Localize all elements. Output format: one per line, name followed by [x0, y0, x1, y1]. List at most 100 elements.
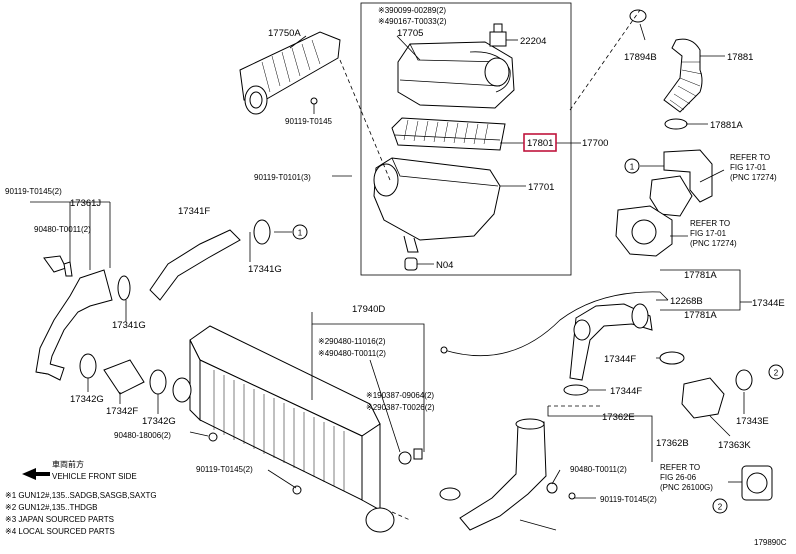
- label-17801: 17801: [527, 138, 553, 149]
- ref-circle-2-bottom: 2: [712, 498, 728, 514]
- label-17344f-a: 17344F: [604, 354, 636, 365]
- label-17894b: 17894B: [624, 52, 657, 63]
- pipe-17362b: [439, 418, 557, 531]
- air-inlet-duct: [239, 31, 341, 115]
- label-17750a: 17750A: [268, 28, 301, 39]
- label-490480: ※490480-T0011(2): [318, 349, 386, 358]
- bolt-90480: [546, 482, 558, 494]
- svg-text:1: 1: [298, 229, 303, 238]
- label-90119-t0145: 90119-T0145: [285, 117, 333, 126]
- air-cleaner-case: [373, 157, 501, 253]
- figure-code: 179890C: [754, 538, 787, 547]
- air-filter-element: [391, 117, 506, 151]
- air-flow-sensor: [489, 23, 507, 47]
- clamp-17344f-a: [659, 351, 685, 365]
- bolt-90119-r: [568, 492, 576, 500]
- highlight-box-17801: [523, 133, 557, 152]
- vacuum-hose: [443, 291, 669, 357]
- throttle-adapter: [615, 205, 673, 257]
- label-17362b: 17362B: [656, 438, 689, 449]
- label-refer3-line2: FIG 26-06: [660, 473, 697, 482]
- ref-circle-1-top: 1: [292, 224, 308, 240]
- hose-clamp-17894b: [629, 9, 647, 23]
- label-refer2-line1: REFER TO: [690, 219, 730, 228]
- label-290387: ※290387-T0026(2): [366, 403, 435, 412]
- label-17881: 17881: [727, 52, 753, 63]
- label-190387: ※190387-09064(2): [366, 391, 434, 400]
- label-17341g-a: 17341G: [248, 264, 282, 275]
- label-90119-t0145-2: 90119-T0145(2): [5, 187, 62, 196]
- label-90480-18006: 90480-18006(2): [114, 431, 171, 440]
- bolt-small: [413, 448, 423, 460]
- label-17881a: 17881A: [710, 120, 743, 131]
- air-cleaner-lid: [397, 41, 515, 109]
- label-refer1-line2: FIG 17-01: [730, 163, 767, 172]
- label-front-en: VEHICLE FRONT SIDE: [52, 472, 137, 481]
- label-refer1-line3: (PNC 17274): [730, 173, 777, 182]
- clamp-17342g-right: [149, 369, 167, 395]
- label-17342g-b: 17342G: [142, 416, 176, 427]
- label-17361j: 17361J: [70, 198, 101, 209]
- clamp-17344f-b: [563, 384, 589, 396]
- label-90119-t0145-2-b: 90119-T0145(2): [600, 495, 657, 504]
- label-17705: 17705: [397, 28, 423, 39]
- grommet-n04: [404, 257, 418, 271]
- label-290480: ※290480-11016(2): [318, 337, 386, 346]
- hose-17342f: [103, 359, 145, 395]
- intercooler-inlet-pipe: [35, 255, 113, 381]
- label-17341g-b: 17341G: [112, 320, 146, 331]
- label-390099: ※390099-00289(2): [378, 6, 446, 15]
- label-refer2-line3: (PNC 17274): [690, 239, 737, 248]
- air-cleaner-group-box: [360, 2, 572, 276]
- note-3: ※3 JAPAN SOURCED PARTS: [5, 515, 114, 524]
- label-17781a-a: 17781A: [684, 270, 717, 281]
- ref-circle-1-right: 1: [624, 158, 640, 174]
- label-n04: N04: [436, 260, 453, 271]
- label-17342f: 17342F: [106, 406, 138, 417]
- svg-text:1: 1: [630, 163, 635, 172]
- note-2: ※2 GUN12#,135..THDGB: [5, 503, 98, 512]
- intercooler-outlet-pipe: [569, 303, 653, 381]
- bolt-90119-l: [292, 485, 302, 495]
- label-refer2-line2: FIG 17-01: [690, 229, 727, 238]
- label-17341f: 17341F: [178, 206, 210, 217]
- label-17940d: 17940D: [352, 304, 385, 315]
- throttle-body: [741, 465, 773, 501]
- label-17342g-a: 17342G: [70, 394, 104, 405]
- clamp-17342g-left: [79, 353, 97, 379]
- vehicle-front-arrow-icon: [22, 468, 50, 480]
- hose-clamp-17881a: [664, 118, 688, 130]
- intake-air-hose: [663, 38, 703, 113]
- label-refer3-line3: (PNC 26100G): [660, 483, 713, 492]
- leader-lines: [30, 9, 752, 521]
- label-17344f-b: 17344F: [610, 386, 642, 397]
- nut: [398, 451, 412, 465]
- label-12268b: 12268B: [670, 296, 703, 307]
- label-90119-t0101: 90119-T0101(3): [254, 173, 311, 182]
- ref-circle-2-top: 2: [768, 364, 784, 380]
- label-490167: ※490167-T0033(2): [378, 17, 447, 26]
- label-22204: 22204: [520, 36, 546, 47]
- label-90480-t0011-2-a: 90480-T0011(2): [34, 225, 91, 234]
- label-17344e: 17344E: [752, 298, 785, 309]
- label-17343e: 17343E: [736, 416, 769, 427]
- intake-elbow: [649, 149, 713, 217]
- note-4: ※4 LOCAL SOURCED PARTS: [5, 527, 115, 536]
- label-17700: 17700: [582, 138, 608, 149]
- label-refer3-line1: REFER TO: [660, 463, 700, 472]
- intercooler: [172, 325, 395, 533]
- clamp-17341g-top: [253, 219, 271, 245]
- label-90480-t0011-2-b: 90480-T0011(2): [570, 465, 627, 474]
- label-90119-t0145-2-c: 90119-T0145(2): [196, 465, 253, 474]
- label-17363k: 17363K: [718, 440, 751, 451]
- label-17781a-b: 17781A: [684, 310, 717, 321]
- svg-text:2: 2: [718, 503, 723, 512]
- svg-text:2: 2: [774, 369, 779, 378]
- bolt: [310, 97, 318, 105]
- note-1: ※1 GUN12#,135..SADGB,SASGB,SAXTG: [5, 491, 157, 500]
- hose-17341f: [149, 229, 241, 301]
- grommet: [208, 432, 218, 442]
- hose-17343e: [681, 369, 753, 419]
